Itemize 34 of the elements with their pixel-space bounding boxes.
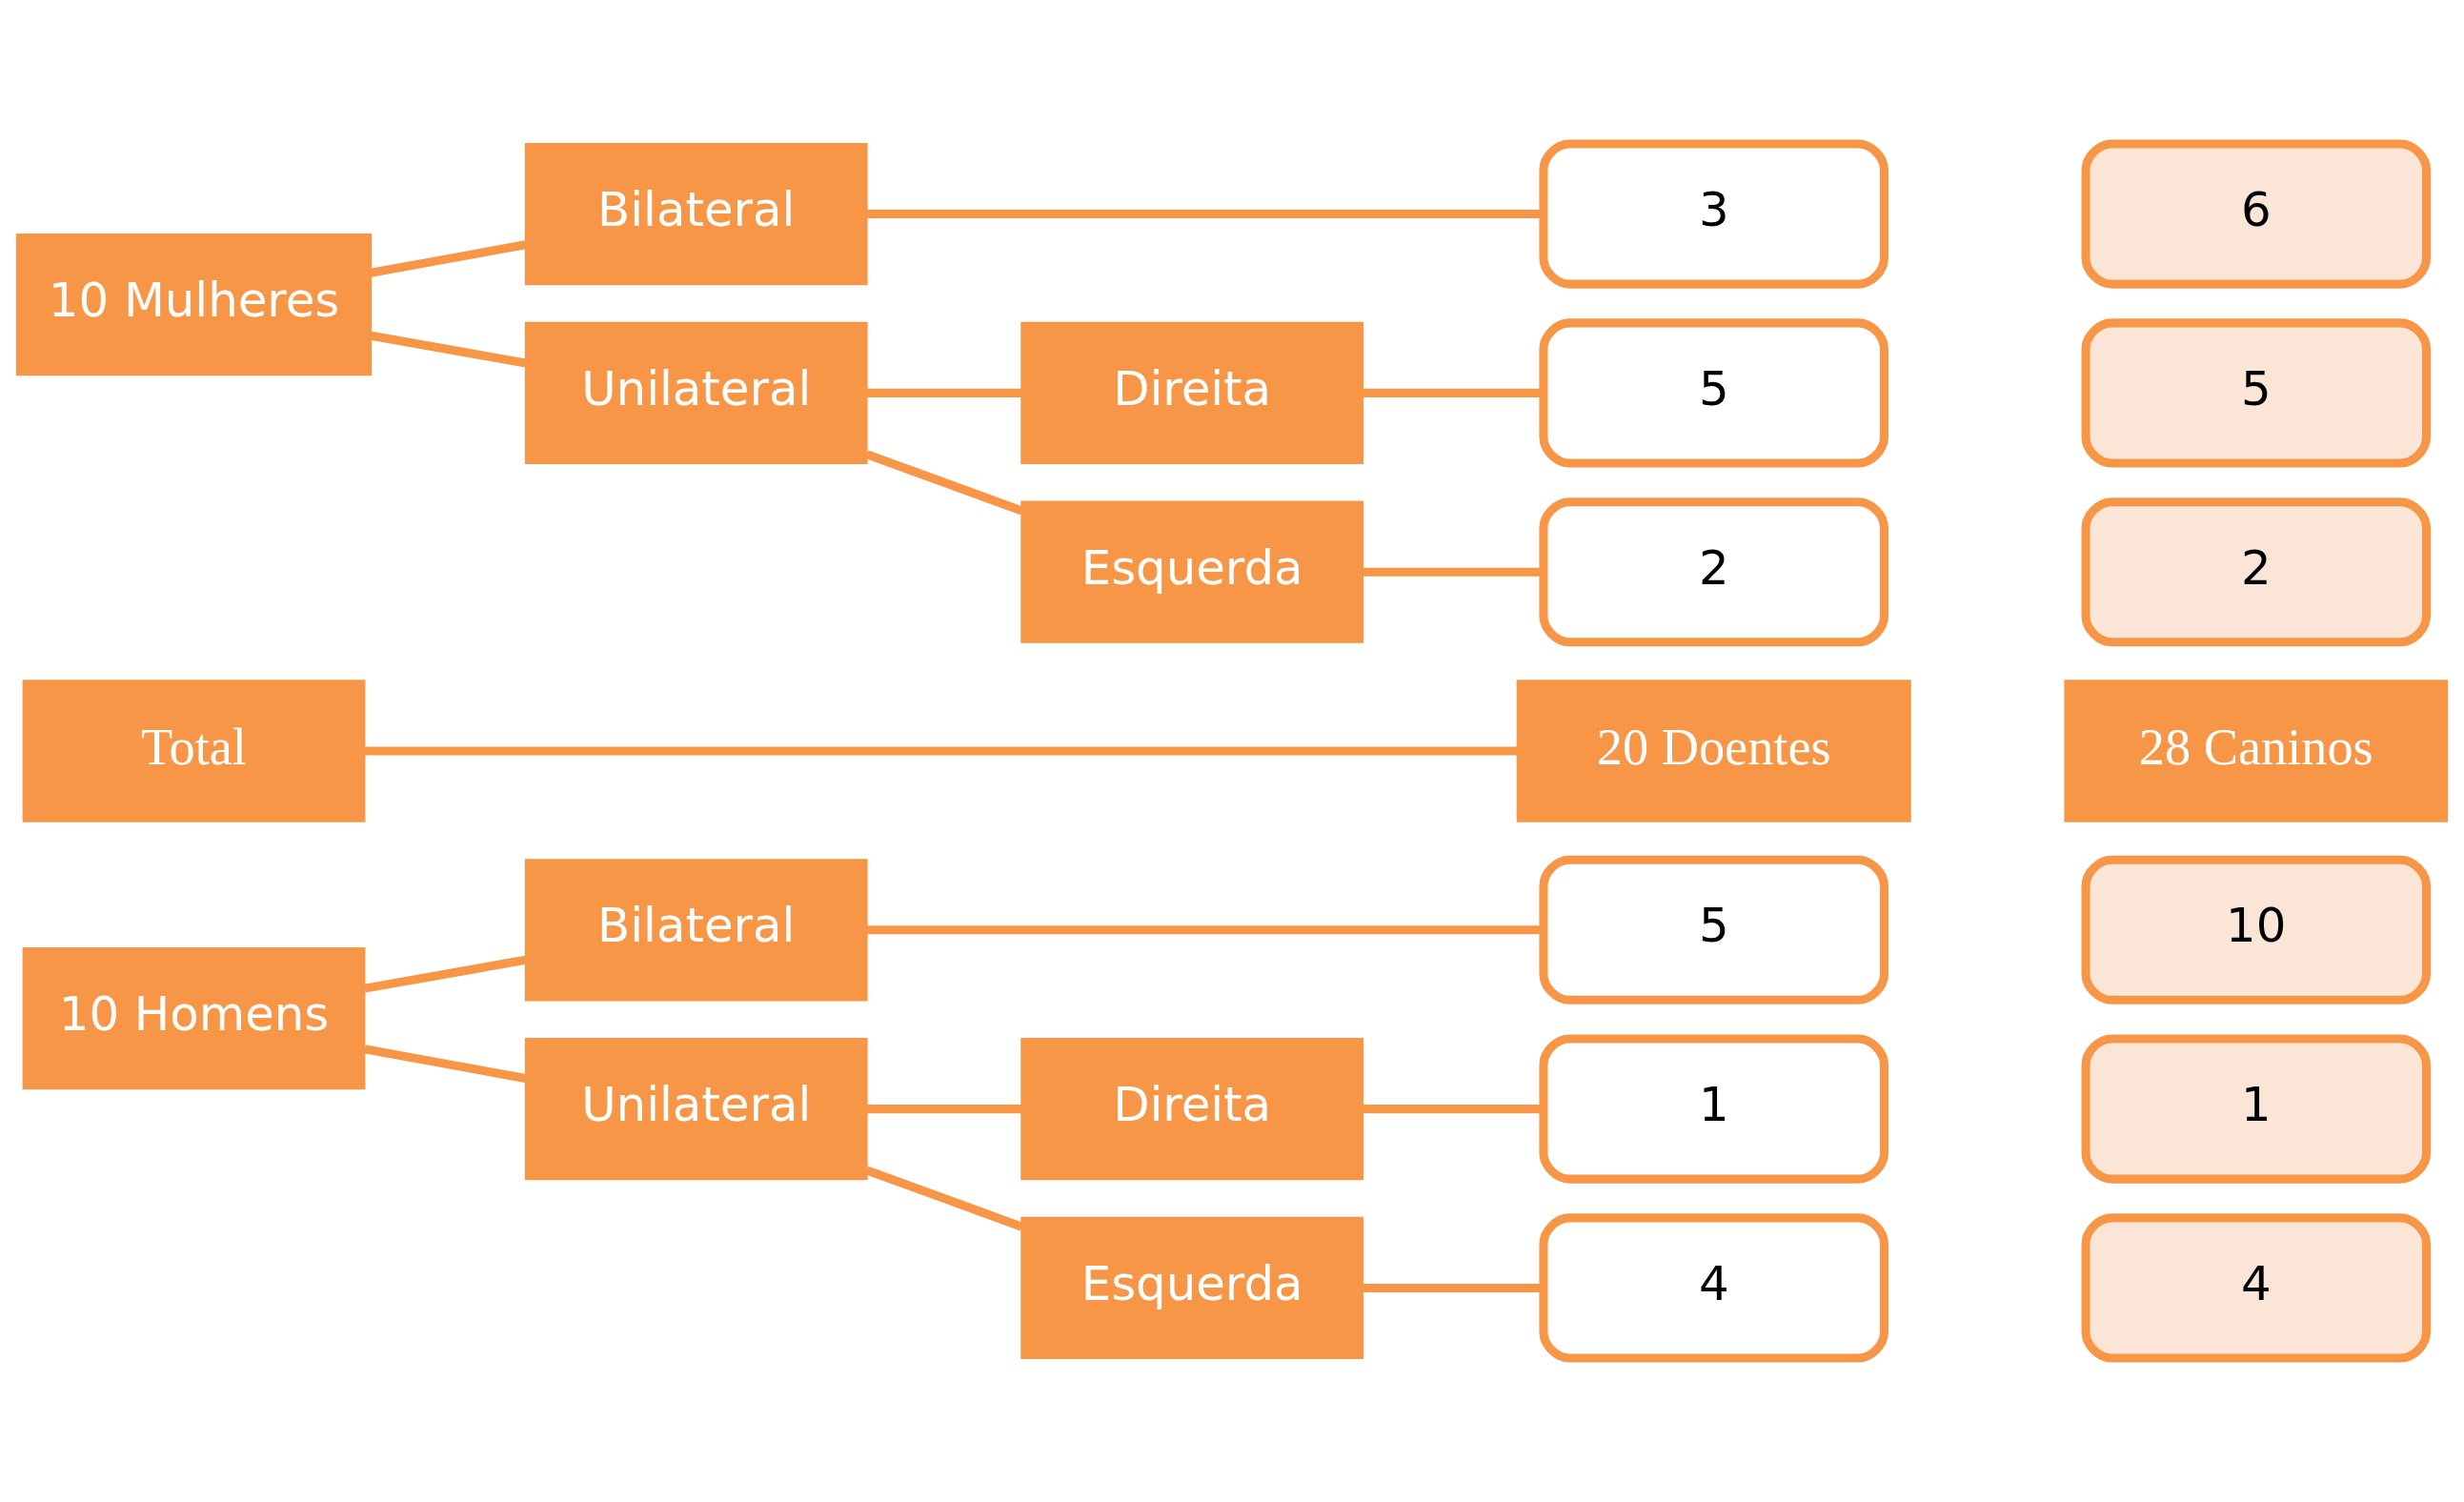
- connector: [370, 240, 527, 277]
- node-box: Bilateral: [524, 859, 868, 1002]
- node-box: 1: [2081, 1034, 2432, 1184]
- node-box: 3: [1539, 139, 1888, 289]
- node-box: 2: [2081, 497, 2432, 647]
- node-box: 5: [1539, 855, 1888, 1005]
- node-box: 4: [1539, 1213, 1888, 1363]
- connector: [866, 388, 1022, 397]
- connector: [364, 746, 1518, 756]
- node-box: 6: [2081, 139, 2432, 289]
- connector: [363, 955, 527, 993]
- node-box: Direita: [1020, 1037, 1364, 1181]
- connector: [363, 1045, 527, 1083]
- node-box: Unilateral: [524, 1037, 868, 1181]
- node-box: 5: [1539, 318, 1888, 468]
- node-box: Esquerda: [1020, 1216, 1364, 1360]
- connector: [370, 331, 527, 368]
- node-box: 2: [1539, 497, 1888, 647]
- node-box: Direita: [1020, 321, 1364, 465]
- node-box: 5: [2081, 318, 2432, 468]
- node-box: 10 Mulheres: [15, 233, 373, 376]
- node-box: 28 Caninos: [2064, 680, 2449, 822]
- node-box: Bilateral: [524, 142, 868, 286]
- connector: [865, 1166, 1023, 1231]
- node-box: Unilateral: [524, 321, 868, 465]
- node-box: 20 Doentes: [1516, 680, 1911, 822]
- connector: [866, 1105, 1022, 1114]
- node-box: Esquerda: [1020, 500, 1364, 643]
- node-box: 1: [1539, 1034, 1888, 1184]
- node-box: 10 Homens: [22, 946, 366, 1090]
- node-box: 10: [2081, 855, 2432, 1005]
- node-box: Total: [22, 680, 366, 822]
- node-box: 4: [2081, 1213, 2432, 1363]
- connector: [865, 450, 1023, 516]
